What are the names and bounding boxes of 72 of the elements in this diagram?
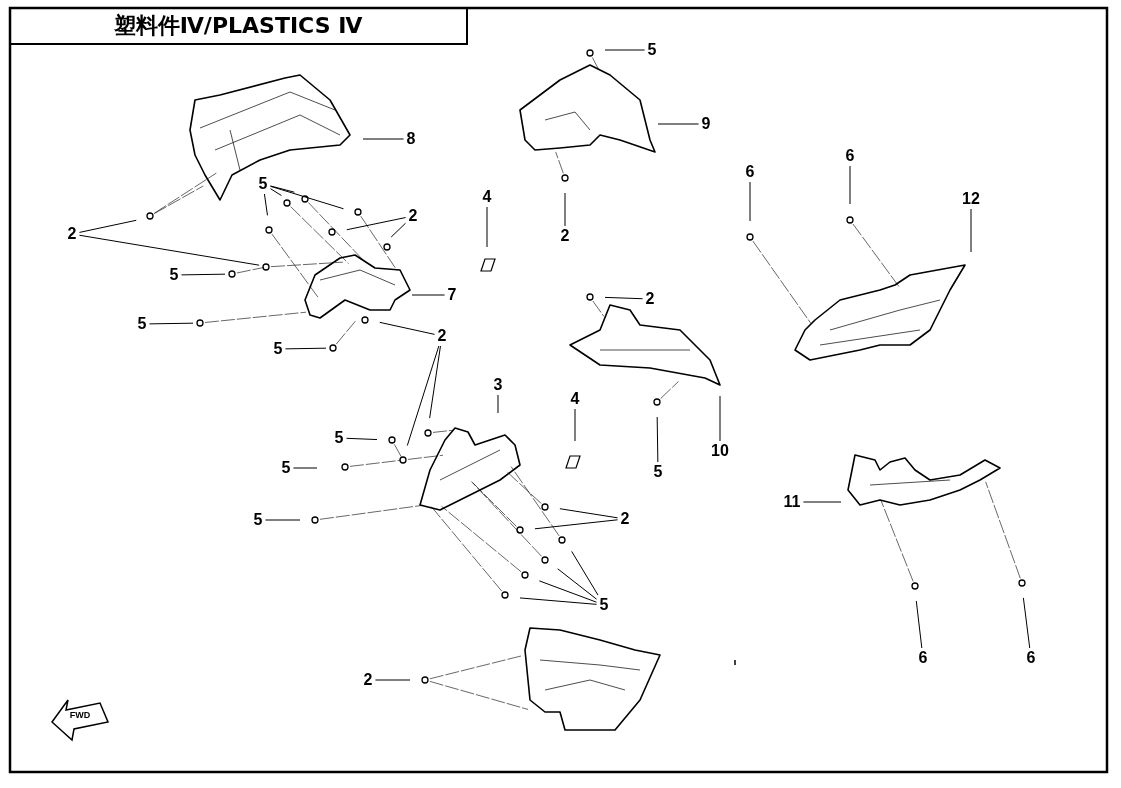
- leader-line: [970, 208, 972, 253]
- leader-line: [1022, 597, 1031, 649]
- callout-number: 2: [436, 328, 448, 344]
- leader-line: [915, 600, 923, 649]
- leader-line: [284, 347, 327, 350]
- leader-line: [263, 193, 268, 216]
- callout-number: 5: [272, 341, 284, 357]
- leader-line: [374, 679, 411, 681]
- leader-line: [429, 345, 441, 419]
- callout-number: 5: [646, 42, 658, 58]
- leader-line: [519, 597, 598, 605]
- callout-number: 5: [257, 176, 269, 192]
- leader-line: [390, 222, 407, 238]
- leader-line: [292, 467, 318, 469]
- leader-line: [345, 437, 378, 441]
- callout-number: 5: [252, 512, 264, 528]
- leader-line: [749, 181, 751, 222]
- leader-line: [379, 321, 436, 335]
- callout-number: 7: [446, 287, 458, 303]
- callout-number: 2: [619, 511, 631, 527]
- callout-number: 6: [1025, 650, 1037, 666]
- callout-number: 4: [481, 189, 493, 205]
- callout-number: 5: [168, 267, 180, 283]
- leader-line: [719, 395, 721, 442]
- leader-line: [269, 188, 282, 197]
- leader-line: [604, 296, 644, 300]
- leader-line: [346, 217, 407, 231]
- leader-line: [78, 219, 137, 233]
- callout-number: 5: [333, 430, 345, 446]
- callout-number: 10: [710, 443, 730, 459]
- callout-number: 2: [644, 291, 656, 307]
- title-box: 塑料件Ⅳ/PLASTICS Ⅳ: [10, 8, 468, 45]
- leader-line: [411, 294, 446, 296]
- leader-line: [264, 519, 301, 521]
- callout-number: 12: [961, 191, 981, 207]
- leader-line: [657, 123, 700, 125]
- leader-line: [534, 519, 619, 530]
- leader-line: [486, 206, 488, 248]
- callout-number: 2: [66, 226, 78, 242]
- leader-line: [557, 568, 598, 600]
- leader-line: [497, 394, 499, 414]
- leader-line: [564, 192, 566, 227]
- callout-number: 6: [744, 164, 756, 180]
- leader-line: [406, 345, 440, 446]
- leader-line: [571, 550, 599, 596]
- leader-line: [656, 416, 659, 463]
- callout-number: 9: [700, 116, 712, 132]
- callout-number: 2: [407, 208, 419, 224]
- callout-number: 2: [559, 228, 571, 244]
- leader-line: [559, 508, 619, 519]
- callout-number: 6: [844, 148, 856, 164]
- leader-line: [78, 234, 260, 266]
- callout-number: 11: [782, 494, 802, 510]
- callout-number: 4: [569, 391, 581, 407]
- callout-number: 3: [492, 377, 504, 393]
- leader-line: [148, 322, 194, 325]
- leader-line: [604, 49, 646, 51]
- leader-line: [538, 580, 598, 603]
- callout-number: 5: [136, 316, 148, 332]
- direction-label: FWD: [68, 709, 92, 722]
- leader-line: [849, 165, 851, 205]
- callout-number: 5: [598, 597, 610, 613]
- leader-line: [802, 501, 842, 503]
- callout-number: 8: [405, 131, 417, 147]
- callout-number: 6: [917, 650, 929, 666]
- callout-number: 2: [362, 672, 374, 688]
- leader-line: [362, 138, 405, 140]
- leader-line: [180, 273, 226, 276]
- leader-line: [269, 185, 344, 210]
- callout-number: 5: [652, 464, 664, 480]
- leader-line: [574, 408, 576, 442]
- callout-number: 5: [280, 460, 292, 476]
